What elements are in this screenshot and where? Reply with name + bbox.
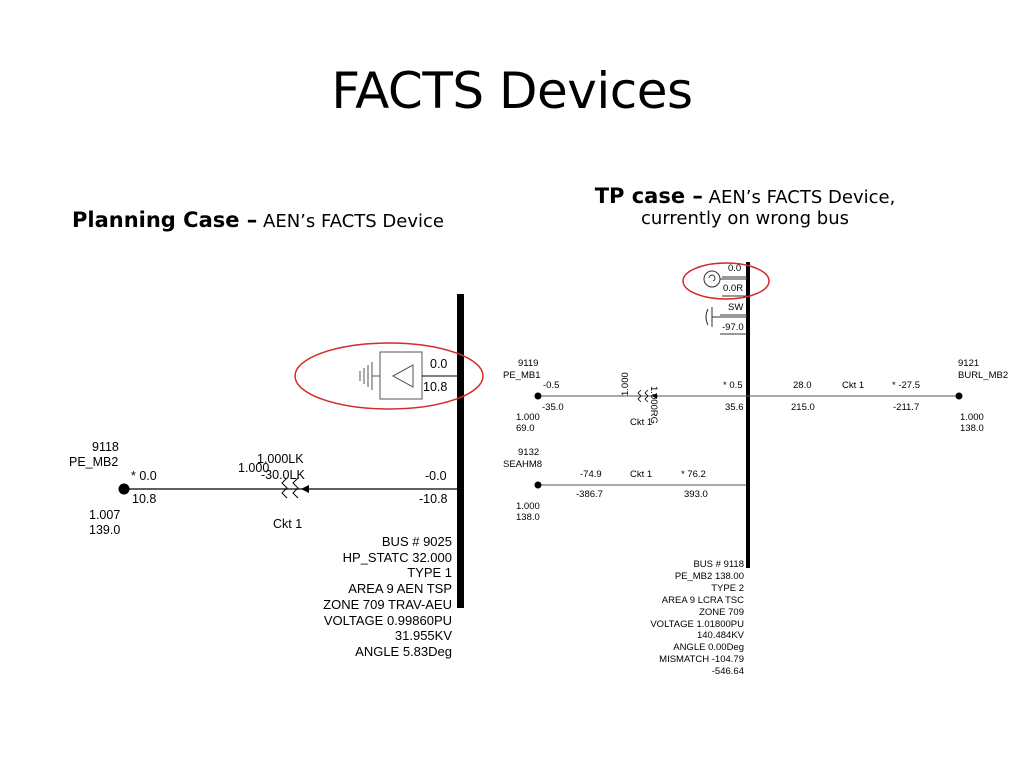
flow-arrow [301,485,309,493]
bus-9121-v-pu: 1.000 [960,412,984,423]
bus-9132-far-p: * 76.2 [681,469,706,480]
planning-from-v-pu: 1.007 [89,508,121,522]
planning-bus-9118-node [118,483,130,495]
tp-transformer-symbol [637,389,649,403]
planning-info-line: HP_STATC 32.000 [342,549,452,565]
planning-bus-info: BUS # 9025 HP_STATC 32.000 TYPE 1 AREA 9… [292,534,452,660]
bus-9119-name: PE_MB1 [503,370,541,381]
tp-sw-label: SW [728,302,744,313]
bus-9132-p: -74.9 [580,469,602,480]
bus-9119-p: -0.5 [543,380,560,391]
planning-device-p: 0.0 [430,357,448,371]
tp-case-heading: TP case – AEN’s FACTS Device, currently … [560,184,930,229]
bus-9119-v-pu: 1.000 [516,412,540,423]
planning-tap-angle: -30.0LK [261,468,305,482]
slide-title: FACTS Devices [331,62,693,120]
planning-to-p: -0.0 [425,469,447,483]
tp-info-line: TYPE 2 [711,582,744,594]
planning-to-q: -10.8 [419,492,448,506]
planning-heading-bold: Planning Case – [72,208,258,232]
highlight-ellipse-tp [682,262,770,300]
bus-9119-q: -35.0 [542,402,564,413]
tp-gen-q: 0.0R [723,283,744,294]
tp-xf-to-q: 35.6 [725,402,744,413]
planning-info-line: ZONE 709 TRAV-AEU [323,596,452,612]
tp-info-line: PE_MB2 138.00 [674,570,744,582]
tp-info-line: VOLTAGE 1.01800PU [650,618,744,630]
line-burl-far-q: -211.7 [893,402,920,413]
tp-heading-bold: TP case – [594,184,703,208]
planning-info-line: VOLTAGE 0.99860PU [323,612,452,628]
line-burl-ckt: Ckt 1 [842,380,865,391]
planning-info-line: ANGLE 5.83Deg [355,643,452,659]
tp-info-line: -546.64 [711,666,744,678]
tp-bus-info: BUS # 9118 PE_MB2 138.00 TYPE 2 AREA 9 L… [640,559,744,678]
planning-heading-rest: AEN’s FACTS Device [257,211,444,232]
planning-info-line: BUS # 9025 [381,534,452,549]
bus-9121-number: 9121 [958,358,980,369]
planning-tap-ratio-left: 1.000 [238,461,270,475]
bus-9132-number: 9132 [518,447,540,458]
bus-9118-number: 9118 [92,440,119,454]
planning-tap-ratio-top: 1.000LK [257,452,304,466]
generator-symbol [703,270,747,297]
tp-bus-9132-node [534,481,542,489]
tp-xf-ckt: Ckt 1 [630,417,653,428]
planning-from-v-kv: 139.0 [89,523,121,537]
line-burl-far-p: * -27.5 [892,380,920,391]
planning-case-heading: Planning Case – AEN’s FACTS Device [72,208,444,232]
tp-bus-bar [746,262,750,568]
bus-9132-q: -386.7 [576,489,603,500]
tp-xf-to-p: * 0.5 [723,380,743,391]
planning-info-line: AREA 9 AEN TSP [348,581,452,597]
tp-xf-ratio: 1.000 [620,372,631,396]
bus-9118-name: PE_MB2 [69,455,119,469]
planning-ckt-label: Ckt 1 [273,517,303,531]
bus-9119-v-kv: 69.0 [516,423,535,434]
bus-9119-number: 9119 [518,358,539,369]
bus-9132-ckt: Ckt 1 [630,469,653,480]
tp-flow-arrow [652,393,657,399]
bus-9132-name: SEAHM8 [503,459,543,470]
tp-info-line: MISMATCH -104.79 [659,654,744,666]
bus-9132-far-q: 393.0 [684,489,708,500]
planning-from-p: * 0.0 [131,469,157,483]
tp-sw-q: -97.0 [722,322,744,333]
tp-heading-line2: currently on wrong bus [641,208,849,229]
phase-shifter-symbol [281,477,299,499]
tp-heading-rest: AEN’s FACTS Device, [702,187,896,208]
tp-bus-9121-node [955,392,963,400]
line-burl-p: 28.0 [793,380,812,391]
tp-info-line: ZONE 709 [699,606,744,618]
bus-9132-v-kv: 138.0 [516,512,540,523]
planning-info-line: TYPE 1 [407,565,452,581]
switched-shunt-symbol [705,307,747,335]
tp-info-line: BUS # 9118 [693,559,744,570]
bus-9132-v-pu: 1.000 [516,501,540,512]
highlight-ellipse-planning [294,342,484,410]
line-burl-q: 215.0 [791,402,815,413]
bus-9121-name: BURL_MB2 [958,370,1009,381]
tp-info-line: 140.484KV [696,630,744,642]
tp-info-line: ANGLE 0.00Deg [673,642,744,654]
facts-device-symbol [359,351,458,400]
tp-gen-p: 0.0 [728,263,742,274]
bus-9121-v-kv: 138.0 [960,423,984,434]
planning-bus-bar [457,294,464,608]
planning-device-q: 10.8 [423,380,448,394]
planning-from-q: 10.8 [132,492,157,506]
tp-info-line: AREA 9 LCRA TSC [661,594,744,606]
tp-bus-9119-node [534,392,542,400]
planning-info-line: 31.955KV [394,628,452,644]
